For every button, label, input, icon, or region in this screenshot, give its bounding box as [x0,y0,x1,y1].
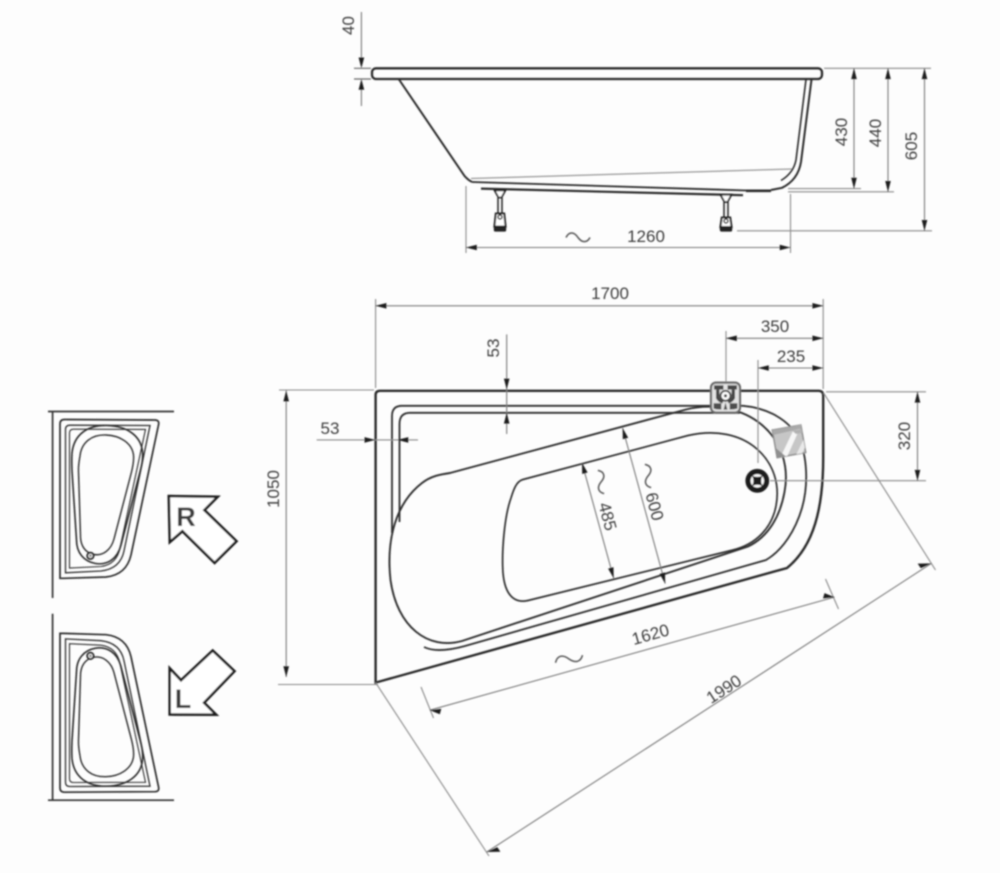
svg-text:485: 485 [594,500,620,532]
svg-text:L: L [175,684,192,714]
svg-text:1050: 1050 [264,470,283,508]
svg-text:605: 605 [902,132,921,160]
svg-text:430: 430 [832,118,851,146]
svg-text:40: 40 [339,16,358,35]
svg-text:1990: 1990 [703,671,745,708]
svg-text:350: 350 [761,317,789,336]
svg-text:53: 53 [484,339,503,358]
svg-text:53: 53 [321,419,340,438]
svg-text:R: R [176,502,196,532]
svg-text:1260: 1260 [627,227,665,246]
svg-text:320: 320 [895,422,914,450]
svg-text:600: 600 [641,490,667,522]
svg-text:440: 440 [866,119,885,147]
svg-text:1700: 1700 [591,284,629,303]
svg-text:235: 235 [777,347,805,366]
